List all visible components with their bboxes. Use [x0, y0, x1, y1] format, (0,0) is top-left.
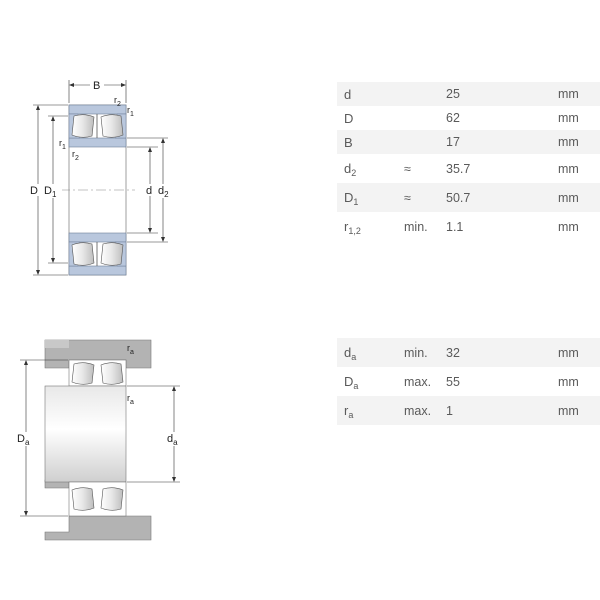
bearing-section-drawing: B r2 r1 r1 r2 D D1 d d2 [30, 78, 173, 276]
dimension-value: 55 [446, 374, 460, 389]
svg-text:r1: r1 [59, 138, 66, 151]
dimension-qualifier: ≈ [404, 183, 446, 212]
dimension-value: 35.7 [446, 161, 471, 176]
dimension-unit: mm [558, 338, 600, 367]
dimension-unit: mm [558, 183, 600, 212]
dimension-row: Da max. 55 mm [337, 367, 600, 396]
inner-ring-top [68, 137, 127, 148]
dimension-qualifier [404, 106, 446, 130]
svg-text:r2: r2 [72, 149, 79, 162]
dimension-unit: mm [558, 219, 579, 234]
dimension-symbol: D1 [337, 183, 404, 212]
inner-ring-bottom [68, 232, 127, 243]
outer-ring-bottom [68, 265, 127, 276]
abutment-drawing: Da da ra ra [17, 339, 184, 541]
dimension-symbol: B [337, 130, 404, 154]
label-d2: d2 [158, 185, 169, 199]
dimension-value: 25 [446, 82, 558, 106]
dimension-value: 17 [446, 130, 558, 154]
shaft [44, 385, 127, 483]
dimension-unit: mm [558, 111, 579, 125]
label-D: D [30, 185, 38, 197]
dimension-row: d2 ≈35.7 mm [337, 154, 600, 183]
dimension-value: 62 [446, 111, 460, 125]
dimension-unit: mm [558, 82, 600, 106]
roller-bottom [71, 242, 124, 266]
roller-top [71, 114, 124, 138]
label-ra-top: ra [127, 343, 134, 356]
dimension-value: 32 [446, 338, 558, 367]
dimension-value: 1.1 [446, 219, 464, 234]
roller-upper [71, 362, 124, 385]
dimension-qualifier: max. [404, 396, 446, 425]
dimension-value: 50.7 [446, 183, 558, 212]
dimension-qualifier [404, 130, 446, 154]
dimension-qualifier [404, 82, 446, 106]
label-d: d [146, 185, 152, 197]
label-ra-mid: ra [127, 393, 134, 406]
dimension-unit: mm [558, 161, 579, 176]
svg-text:r2: r2 [114, 95, 121, 108]
dimension-symbol: d2 [344, 161, 357, 178]
label-da: da [167, 433, 178, 447]
dimension-symbol: d [337, 82, 404, 106]
dimension-qualifier: ≈ [404, 161, 411, 176]
dimension-unit: mm [558, 374, 579, 389]
dimension-symbol: da [337, 338, 404, 367]
dimension-unit: mm [558, 130, 600, 154]
dimension-qualifier: max. [404, 374, 432, 389]
dimension-symbol: ra [337, 396, 404, 425]
dimension-value: 1 [446, 396, 558, 425]
dimension-qualifier: min. [404, 219, 428, 234]
label-D1: D1 [44, 185, 57, 199]
dimension-row: r1,2 min. 1.1 mm [337, 212, 600, 241]
dimension-symbol: D [344, 110, 354, 126]
dimension-qualifier: min. [404, 338, 446, 367]
dimension-row: D 62 mm [337, 106, 600, 130]
dimension-symbol: Da [344, 374, 359, 391]
svg-text:r1: r1 [127, 105, 134, 118]
outer-ring-top [68, 104, 127, 115]
dimension-unit: mm [558, 396, 600, 425]
roller-lower [71, 487, 124, 511]
label-B: B [93, 80, 100, 92]
label-Da: Da [17, 433, 30, 447]
dimension-symbol: r1,2 [344, 219, 361, 236]
